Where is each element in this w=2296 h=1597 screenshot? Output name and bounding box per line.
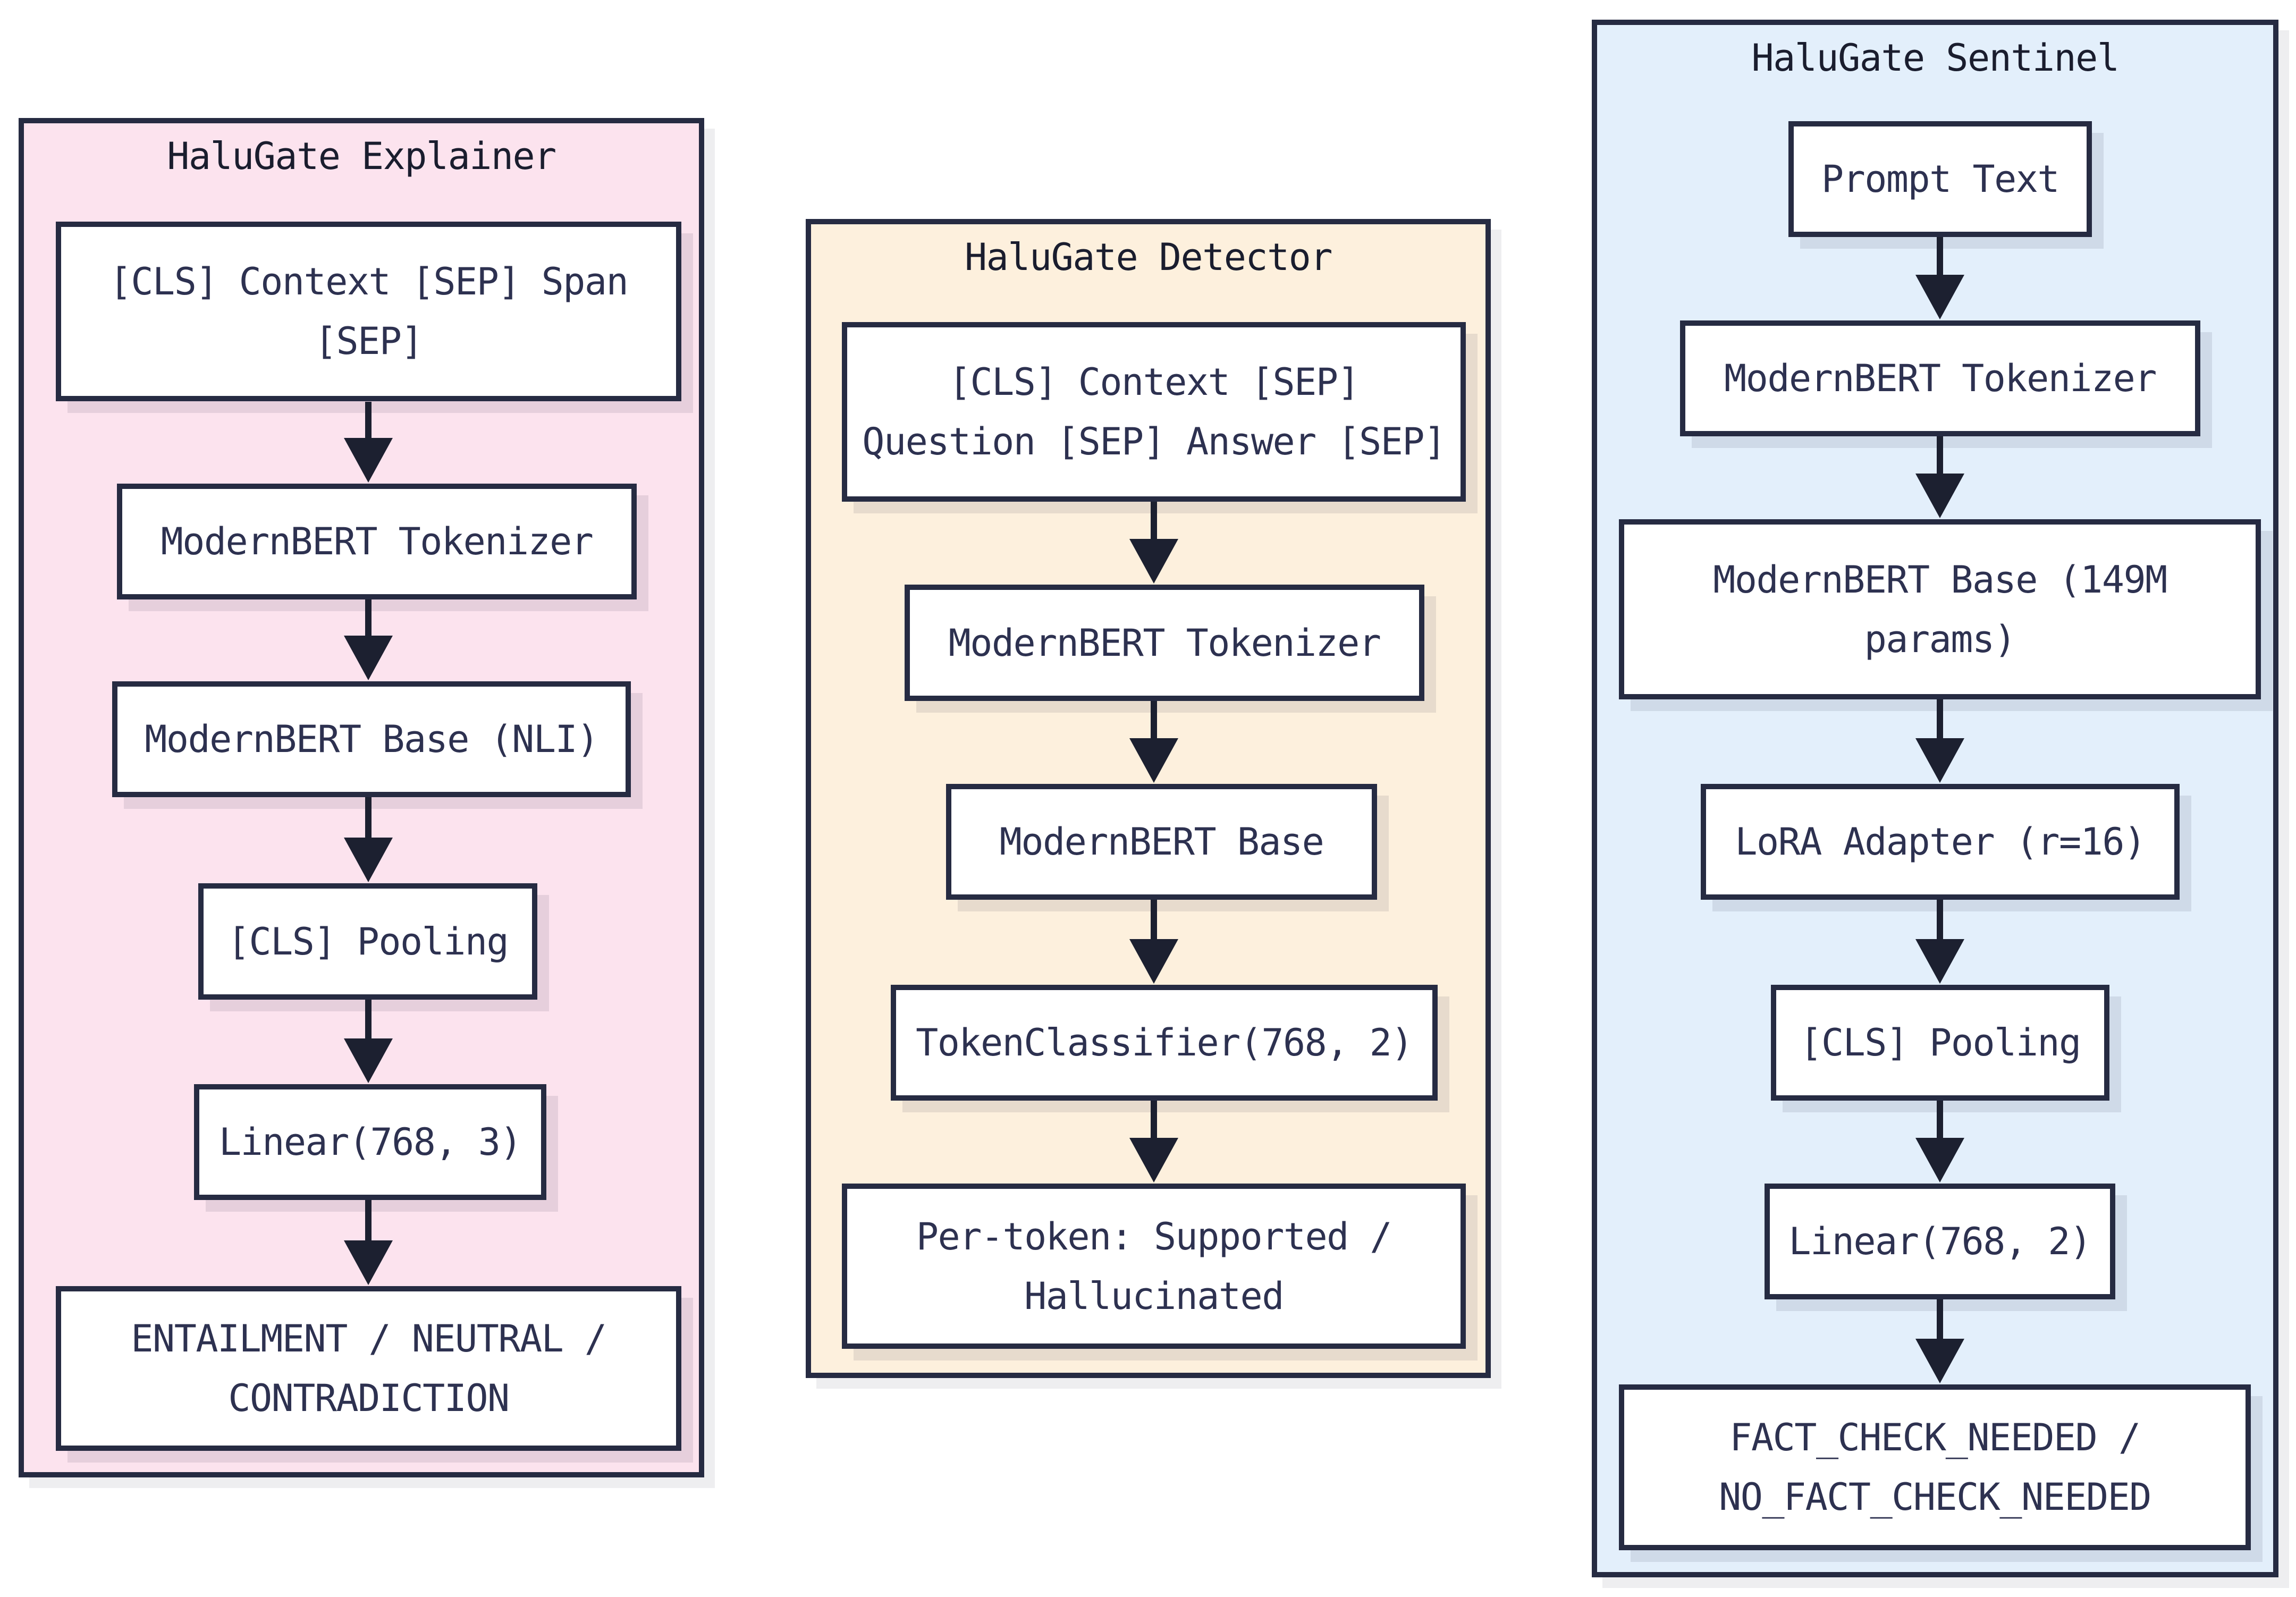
node-linear-768-3: Linear(768, 3) [194,1084,546,1200]
node-lora-adapter-r16: LoRA Adapter (r=16) [1701,784,2180,900]
arrow-head [344,636,393,680]
node-modernbert-tokenizer: ModernBERT Tokenizer [1680,320,2200,436]
arrow-shaft [365,797,372,838]
arrow-shaft [1151,900,1157,939]
arrow-head [1129,939,1178,984]
arrow-shaft [1937,1101,1943,1138]
arrow-head [1915,939,1964,984]
arrow-shaft [1151,701,1157,738]
node-prompt-text: Prompt Text [1788,121,2092,237]
node-label: [CLS] Context [SEP] [948,360,1360,404]
arrow-head [344,438,393,483]
flow-arrow-icon [1128,900,1179,984]
arrow-shaft [365,402,372,438]
panel-title-sentinel: HaluGate Sentinel [1751,36,2120,80]
node-label: [CLS] Context [SEP] Span [109,260,629,303]
node-label: Question [SEP] Answer [SEP] [862,420,1446,463]
arrow-head [1915,474,1964,518]
panel-halugate-explainer: HaluGate Explainer [CLS] Context [SEP] S… [19,118,704,1477]
arrow-shaft [1937,436,1943,474]
arrow-head [344,1038,393,1083]
node-label: Linear(768, 3) [218,1120,522,1164]
flow-arrow-icon [343,599,394,680]
arrow-shaft [365,599,372,636]
flow-arrow-icon [1914,900,1965,984]
arrow-head [1129,1138,1178,1182]
node-tokenclassifier-768-2: TokenClassifier(768, 2) [891,985,1438,1101]
arrow-head [1129,539,1178,584]
arrow-shaft [1937,900,1943,939]
node-label: Hallucinated [1024,1274,1284,1318]
arrow-head [344,1240,393,1285]
flow-arrow-icon [1914,237,1965,319]
flow-arrow-icon [1128,502,1179,584]
node-modernbert-base: ModernBERT Base [946,784,1377,900]
arrow-head [1915,275,1964,319]
flow-arrow-icon [1914,1299,1965,1383]
node-cls-context-sep-span: [CLS] Context [SEP] Span [SEP] [56,222,681,401]
node-cls-pooling: [CLS] Pooling [1771,985,2109,1101]
node-per-token-supported-hallucinated: Per-token: Supported / Hallucinated [842,1184,1466,1349]
flow-arrow-icon [1914,436,1965,518]
node-label: [SEP] [314,319,424,363]
panel-title-explainer: HaluGate Explainer [167,134,556,178]
flow-arrow-icon [1914,1101,1965,1182]
arrow-shaft [1937,1299,1943,1339]
flow-arrow-icon [1914,699,1965,783]
node-label: ENTAILMENT / NEUTRAL / [131,1317,607,1361]
flow-arrow-icon [1128,701,1179,783]
arrow-shaft [1151,502,1157,539]
flow-arrow-icon [343,1000,394,1083]
flow-arrow-icon [343,1200,394,1285]
arrow-head [344,838,393,882]
node-label: Prompt Text [1821,157,2060,201]
flow-arrow-icon [343,402,394,483]
node-fact-check-needed: FACT_CHECK_NEEDED / NO_FACT_CHECK_NEEDED [1619,1384,2251,1550]
node-modernbert-base-nli: ModernBERT Base (NLI) [112,681,631,797]
arrow-head [1129,738,1178,783]
node-label: LoRA Adapter (r=16) [1735,820,2146,864]
node-label: ModernBERT Tokenizer [161,520,594,563]
panel-halugate-sentinel: HaluGate Sentinel Prompt Text ModernBERT… [1592,20,2278,1577]
node-label: NO_FACT_CHECK_NEEDED [1719,1475,2151,1519]
arrow-shaft [1937,699,1943,738]
arrow-head [1915,1339,1964,1383]
arrow-shaft [1937,237,1943,275]
flow-arrow-icon [343,797,394,882]
node-label: FACT_CHECK_NEEDED / [1729,1416,2141,1459]
node-label: ModernBERT Base [999,820,1324,864]
arrow-shaft [365,1000,372,1038]
node-label: ModernBERT Tokenizer [948,621,1381,665]
node-label: Linear(768, 2) [1788,1220,2092,1263]
panel-title-detector: HaluGate Detector [965,235,1332,279]
node-modernbert-tokenizer: ModernBERT Tokenizer [905,585,1424,701]
node-modernbert-tokenizer: ModernBERT Tokenizer [117,484,637,599]
node-modernbert-base-149m: ModernBERT Base (149M params) [1619,519,2261,699]
node-cls-context-question-answer: [CLS] Context [SEP] Question [SEP] Answe… [842,322,1466,502]
arrow-head [1915,738,1964,783]
node-linear-768-2: Linear(768, 2) [1765,1184,2115,1299]
node-cls-pooling: [CLS] Pooling [198,883,537,1000]
node-label: ModernBERT Base (149M [1713,557,2167,602]
arrow-head [1915,1138,1964,1182]
node-label: TokenClassifier(768, 2) [916,1021,1413,1064]
arrow-shaft [365,1200,372,1240]
panel-halugate-detector: HaluGate Detector [CLS] Context [SEP] Qu… [806,219,1491,1378]
node-label: ModernBERT Tokenizer [1724,357,2157,400]
node-label: ModernBERT Base (NLI) [145,717,599,761]
node-entailment-neutral-contradiction: ENTAILMENT / NEUTRAL / CONTRADICTION [56,1286,681,1451]
node-label: Per-token: Supported / [916,1214,1392,1258]
flow-arrow-icon [1128,1101,1179,1182]
node-label: [CLS] Pooling [227,919,509,964]
node-label: [CLS] Pooling [1800,1021,2081,1064]
node-label: params) [1864,617,2016,661]
arrow-shaft [1151,1101,1157,1138]
node-label: CONTRADICTION [228,1376,510,1420]
